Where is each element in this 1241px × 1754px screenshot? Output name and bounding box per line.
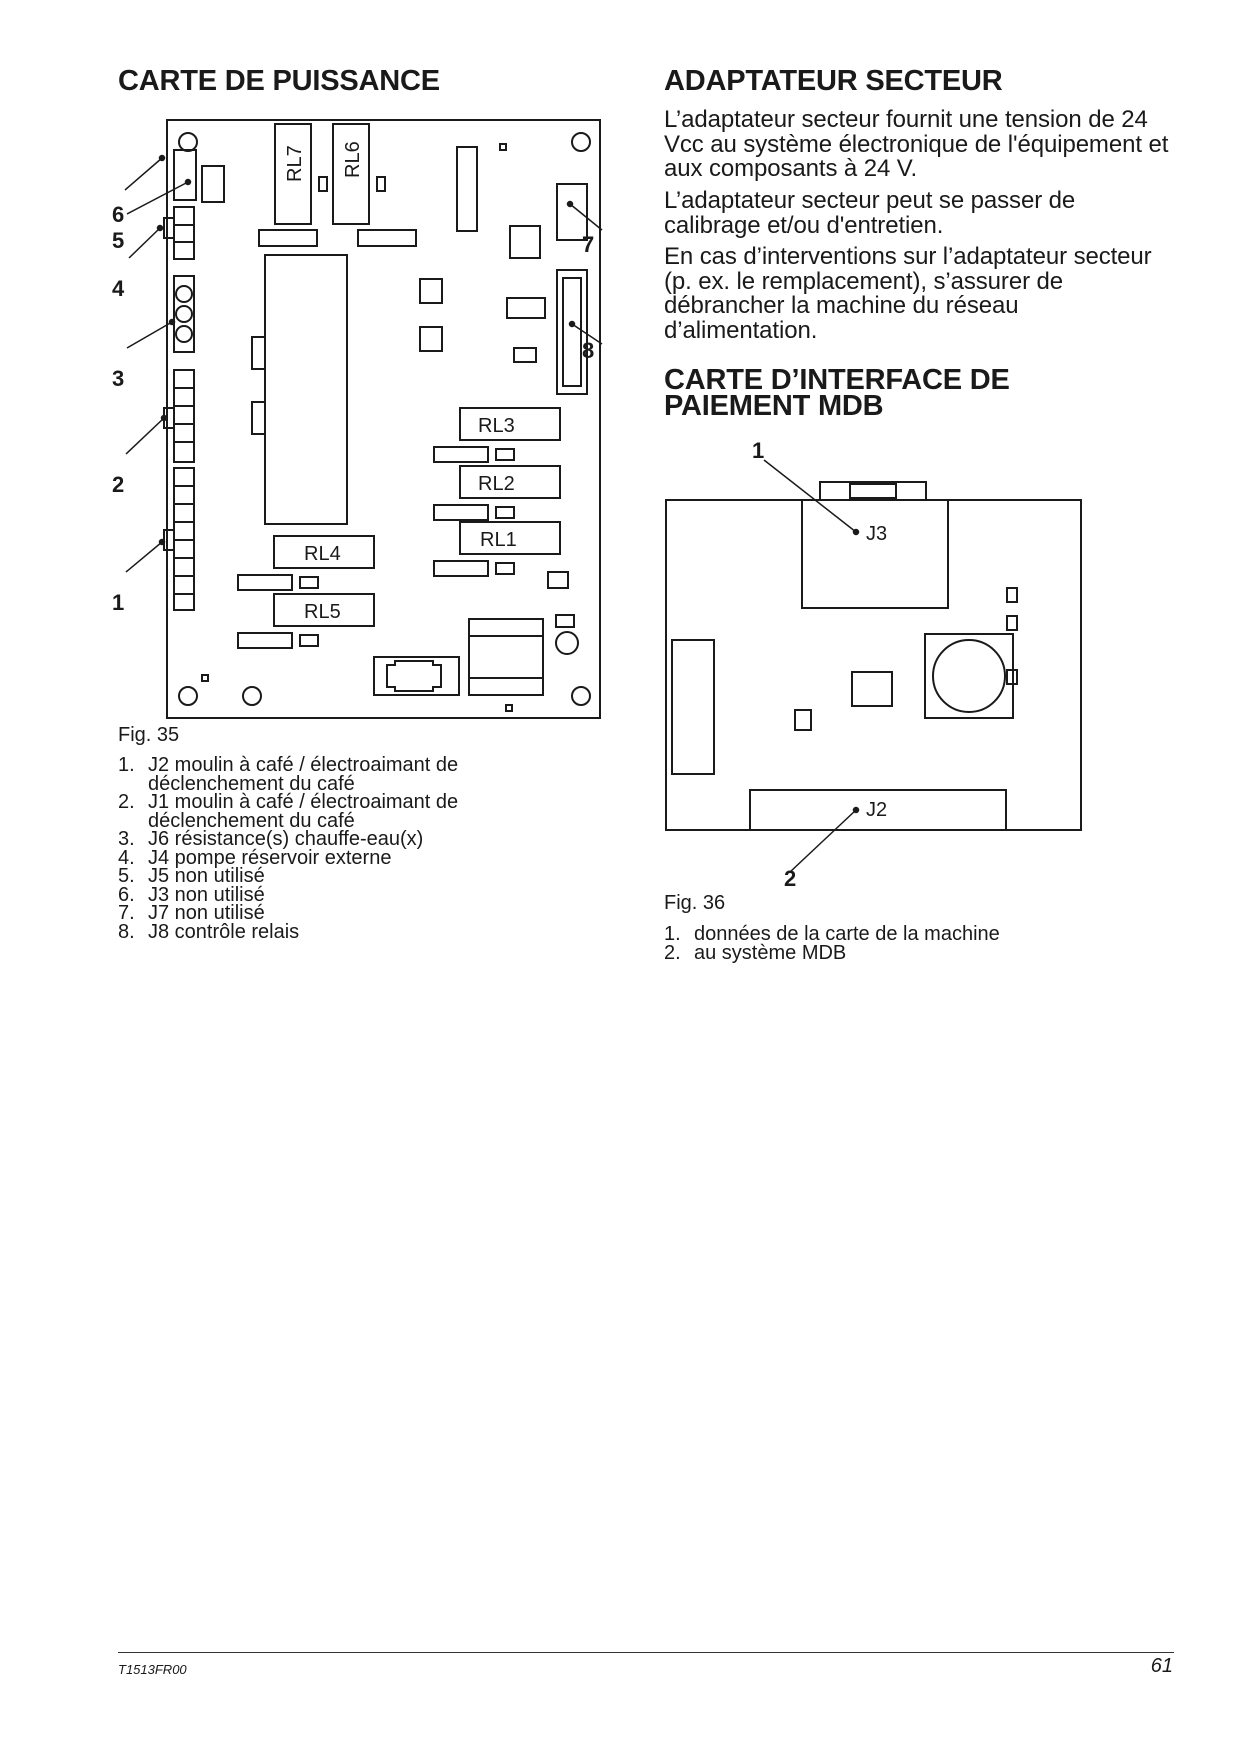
callout-6: 6 (112, 202, 124, 227)
connector-label-j3: J3 (866, 523, 887, 545)
power-board-legend: 1.J2 moulin à café / électroaimant de dé… (118, 754, 558, 943)
section-heading-mdb-line2: PAIEMENT MDB (664, 390, 884, 422)
figure-caption-35: Fig. 35 (118, 724, 180, 746)
legend-item: 6.J3 non utilisé (118, 883, 265, 906)
legend-item: 2.J1 moulin à café / électroaimant de dé… (118, 791, 459, 832)
section-heading-mdb-line1: CARTE D’INTERFACE DE (664, 364, 1010, 396)
legend-item: 5.J5 non utilisé (118, 865, 265, 887)
figure-caption-36: Fig. 36 (664, 892, 726, 914)
relay-label-rl1: RL1 (480, 529, 517, 551)
legend-item: 4.J4 pompe réservoir externe (118, 846, 392, 869)
callout-3: 3 (112, 366, 124, 391)
paragraph-adapter-2: L’adaptateur secteur peut se passer de c… (664, 187, 1076, 239)
document-code: T1513FR00 (118, 1662, 187, 1677)
relay-label-rl3: RL3 (478, 415, 515, 437)
paragraph-adapter-3: En cas d’interventions sur l’adaptateur … (664, 243, 1152, 344)
legend-item: 3.J6 résistance(s) chauffe-eau(x) (118, 828, 424, 850)
relay-label-rl7: RL7 (284, 145, 306, 182)
power-board-diagram: 6 5 4 3 2 1 7 8 RL7 RL6 RL3 RL2 RL1 RL4 … (112, 119, 603, 719)
legend-item: 7.J7 non utilisé (118, 902, 265, 924)
callout-5: 5 (112, 228, 124, 253)
page-number: 61 (1150, 1655, 1173, 1677)
relay-label-rl4: RL4 (304, 543, 341, 565)
connector-label-j2: J2 (866, 799, 887, 821)
mdb-board-diagram: 1 2 J3 J2 (665, 438, 1082, 890)
callout-2: 2 (112, 472, 124, 497)
callout-1: 1 (112, 590, 124, 615)
legend-item: 8.J8 contrôle relais (118, 920, 300, 943)
legend-item: 1.J2 moulin à café / électroaimant de dé… (118, 754, 459, 795)
paragraph-adapter-1: L’adaptateur secteur fournit une tension… (664, 106, 1169, 182)
section-heading-power-board: CARTE DE PUISSANCE (118, 65, 440, 97)
callout-mdb-2: 2 (784, 866, 796, 890)
callout-mdb-1: 1 (752, 438, 764, 463)
mdb-board-legend: 1.données de la carte de la machine 2.au… (664, 923, 1144, 964)
callout-8: 8 (582, 338, 594, 363)
relay-label-rl6: RL6 (342, 141, 364, 178)
legend-item: 2.au système MDB (664, 941, 847, 964)
footer-divider (118, 1652, 1174, 1653)
callout-4: 4 (112, 276, 125, 301)
legend-item: 1.données de la carte de la machine (664, 923, 1000, 945)
section-heading-power-adapter: ADAPTATEUR SECTEUR (664, 65, 1003, 97)
callout-7: 7 (582, 232, 594, 257)
relay-label-rl2: RL2 (478, 473, 515, 495)
relay-label-rl5: RL5 (304, 601, 341, 623)
